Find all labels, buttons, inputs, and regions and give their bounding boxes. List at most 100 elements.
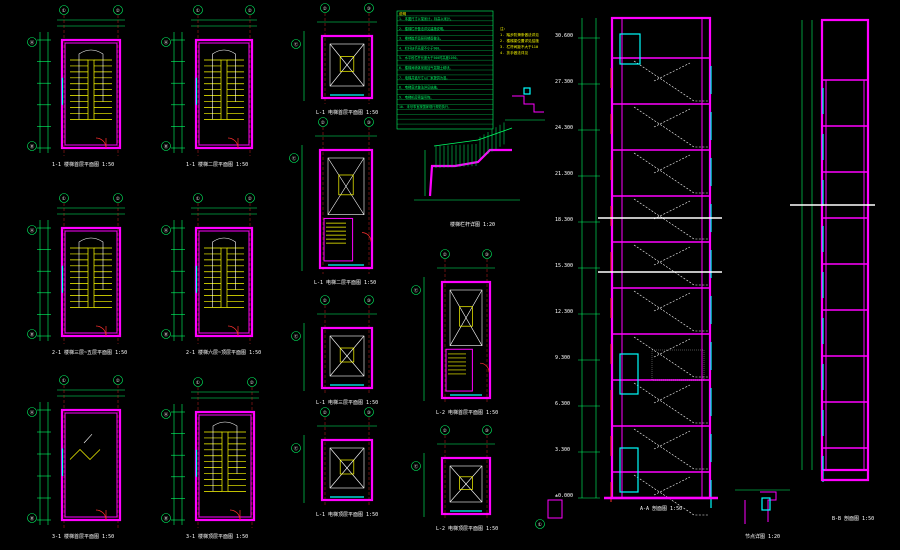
axis-circle — [291, 39, 301, 49]
axis-marker: ① — [59, 193, 69, 203]
axis-label: ③ — [367, 298, 372, 304]
stair-direction-arrow — [212, 49, 236, 120]
axis-label: Ⓑ — [30, 143, 35, 150]
railing-detail: 楼梯栏杆详图 1:20 — [414, 122, 520, 228]
axis-circle — [364, 3, 374, 13]
axis-circle — [161, 329, 171, 339]
railing-stair-profile — [428, 148, 512, 197]
notes-line: 8. 电梯底坑做法详见结施。 — [399, 85, 440, 90]
axis-circle — [27, 141, 37, 151]
axis-label: ② — [116, 378, 121, 384]
plan-caption: 1-1 楼梯二层平面图 1:50 — [186, 161, 248, 168]
axis-circle — [364, 117, 374, 127]
axis-label: Ⓐ — [164, 39, 169, 46]
axis-circle — [27, 225, 37, 235]
counterweight — [338, 174, 354, 196]
elevator-car-diagonal — [449, 289, 483, 346]
axis-label: ① — [196, 196, 201, 202]
elevator-car-diagonal — [449, 465, 483, 503]
notes-line: 6. 楼梯间墙体采用加气混凝土砌块。 — [399, 65, 453, 70]
axis-marker: ② — [247, 377, 257, 387]
axis-marker: Ⓑ — [27, 513, 37, 523]
elevator-shaft-wall — [320, 34, 374, 100]
elevator-car — [329, 447, 365, 489]
elevation-mark: 30.600 — [555, 33, 573, 39]
axis-marker: Ⓐ — [27, 225, 37, 235]
axis-label: Ⓐ — [164, 411, 169, 418]
stair-flight — [633, 152, 708, 194]
door-swing — [95, 325, 107, 337]
axis-marker: ③ — [482, 425, 492, 435]
axis-circle — [320, 3, 330, 13]
axis-label: Ⓒ — [294, 333, 299, 340]
axis-marker: ② — [245, 193, 255, 203]
axis-circle — [27, 37, 37, 47]
axis-label: Ⓒ — [414, 287, 419, 294]
axis-circle — [113, 193, 123, 203]
elevator-car — [329, 335, 365, 377]
axis-label: ② — [248, 196, 253, 202]
elevator-car — [449, 289, 483, 346]
axis-circle — [291, 331, 301, 341]
axis-marker: ① — [193, 5, 203, 15]
lobby-room — [323, 217, 354, 262]
axis-circle — [364, 295, 374, 305]
stair-well — [221, 431, 229, 492]
stair-partial — [69, 449, 101, 460]
plan-caption: 2-1 楼梯三层~五层平面图 1:50 — [52, 349, 127, 356]
small-detail-box — [547, 499, 563, 519]
stair-wall — [194, 226, 254, 338]
plan-caption: L-2 电梯首层平面图 1:50 — [436, 409, 498, 416]
axis-marker: Ⓑ — [161, 513, 171, 523]
axis-circle — [247, 377, 257, 387]
stair-direction-arrow — [78, 49, 104, 120]
notes-line: 2. 楼梯栏杆做法详见建施说明。 — [399, 26, 446, 31]
stair-wall — [194, 410, 256, 522]
stair-flight-return — [653, 476, 691, 496]
axis-circle — [27, 513, 37, 523]
axis-label: ② — [250, 380, 255, 386]
counterweight — [339, 347, 355, 363]
stair-wall — [60, 38, 122, 150]
elevator-shaft-wall — [440, 280, 492, 400]
axis-label: Ⓒ — [294, 41, 299, 48]
plan-caption: 2-1 楼梯六层~顶层平面图 1:50 — [186, 349, 261, 356]
axis-label: Ⓒ — [414, 463, 419, 470]
elevator-shaft-wall — [320, 326, 374, 390]
elevator-shaft-wall — [318, 148, 374, 270]
shaft-inner — [825, 79, 865, 471]
axis-label: Ⓑ — [164, 143, 169, 150]
elevation-mark: 24.300 — [555, 125, 573, 131]
stair-flight — [633, 382, 708, 424]
axis-label: ② — [321, 120, 326, 126]
axis-circle — [482, 425, 492, 435]
axis-label: Ⓐ — [30, 39, 35, 46]
door-swing — [95, 509, 107, 521]
axis-label: Ⓒ — [294, 445, 299, 452]
elevator-car-diagonal — [329, 447, 365, 489]
axis-marker: ② — [113, 5, 123, 15]
stair-well — [87, 59, 95, 120]
axis-circle — [161, 225, 171, 235]
axis-circle — [161, 409, 171, 419]
axis-label: ③ — [367, 6, 372, 12]
elevator-pit — [820, 470, 870, 482]
door-swing — [361, 232, 372, 242]
stair-well — [220, 59, 228, 120]
axis-marker: Ⓐ — [27, 37, 37, 47]
axis-label: ① — [62, 8, 67, 14]
axis-circle — [245, 193, 255, 203]
stair-inner-wall — [64, 230, 118, 334]
stair-flight-return — [653, 292, 691, 312]
axis-marker: ③ — [364, 3, 374, 13]
plan-caption: L-1 电梯首层平面图 1:50 — [316, 109, 378, 116]
door-swing — [479, 362, 490, 373]
plan-caption: 3-1 楼梯顶层平面图 1:50 — [186, 533, 248, 540]
plan-caption: 楼梯栏杆详图 1:20 — [450, 221, 495, 228]
